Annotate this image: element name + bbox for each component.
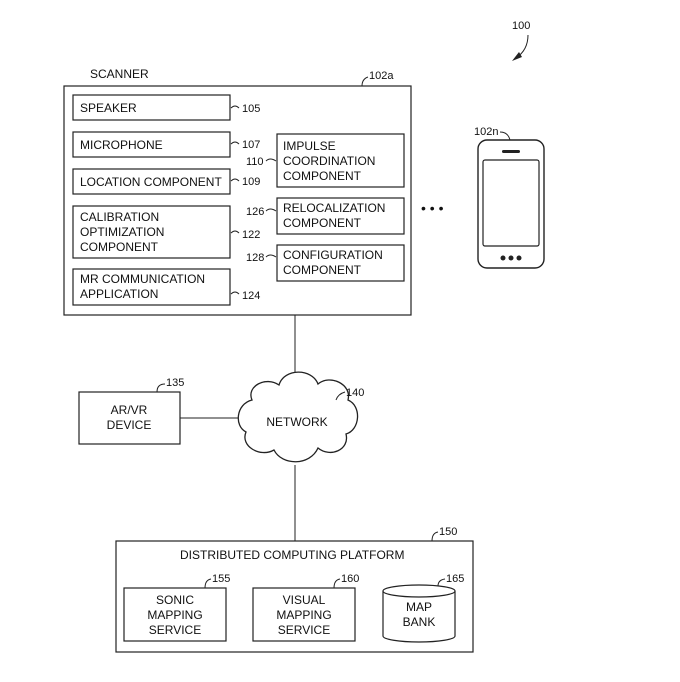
map-bank-ref-leader bbox=[437, 578, 446, 587]
location-component-box bbox=[72, 168, 231, 195]
sonic-label-line1: SONIC bbox=[156, 593, 194, 607]
map-bank-label-line2: BANK bbox=[403, 615, 436, 629]
calibration-box bbox=[72, 205, 231, 259]
microphone-ref: 107 bbox=[242, 139, 260, 151]
impulse-ref: 110 bbox=[246, 156, 264, 168]
speaker-label: SPEAKER bbox=[80, 101, 137, 115]
platform-ref-leader bbox=[431, 531, 439, 542]
impulse-label-line2: COORDINATION bbox=[283, 154, 375, 168]
sonic-ref: 155 bbox=[212, 573, 230, 585]
platform-title: DISTRIBUTED COMPUTING PLATFORM bbox=[180, 548, 404, 562]
map-bank-ref: 165 bbox=[446, 573, 464, 585]
relocalization-label-line1: RELOCALIZATION bbox=[283, 201, 385, 215]
network-label: NETWORK bbox=[266, 415, 327, 429]
scanner-ref-leader bbox=[361, 76, 369, 87]
configuration-box bbox=[276, 244, 405, 282]
configuration-label-line2: COMPONENT bbox=[283, 263, 362, 277]
visual-ref-leader bbox=[333, 578, 341, 589]
microphone-ref-leader bbox=[230, 141, 240, 145]
impulse-label-line3: COMPONENT bbox=[283, 169, 362, 183]
sonic-mapping-box bbox=[123, 587, 227, 642]
visual-label-line1: VISUAL bbox=[283, 593, 326, 607]
configuration-ref: 128 bbox=[246, 252, 264, 264]
platform-ref: 150 bbox=[439, 526, 457, 538]
mr-app-label-line1: MR COMMUNICATION bbox=[80, 272, 205, 286]
mr-app-box bbox=[72, 268, 231, 306]
relocalization-ref-leader bbox=[265, 208, 277, 212]
phone-ref: 102n bbox=[474, 126, 498, 138]
network-cloud-icon bbox=[237, 371, 359, 463]
impulse-label-line1: IMPULSE bbox=[283, 139, 336, 153]
visual-label-line3: SERVICE bbox=[278, 623, 330, 637]
microphone-label: MICROPHONE bbox=[80, 138, 163, 152]
sonic-label-line2: MAPPING bbox=[147, 608, 202, 622]
arvr-device-box bbox=[78, 391, 181, 445]
arvr-ref-leader bbox=[156, 383, 166, 393]
mr-app-label-line2: APPLICATION bbox=[80, 287, 158, 301]
speaker-box bbox=[72, 94, 231, 121]
visual-ref: 160 bbox=[341, 573, 359, 585]
arvr-label-line2: DEVICE bbox=[107, 418, 152, 432]
mr-app-ref: 124 bbox=[242, 290, 260, 302]
configuration-label-line1: CONFIGURATION bbox=[283, 248, 383, 262]
visual-label-line2: MAPPING bbox=[276, 608, 331, 622]
scanner-title: SCANNER bbox=[90, 67, 149, 81]
ellipsis: • • • bbox=[421, 200, 444, 216]
calibration-ref-leader bbox=[230, 230, 240, 234]
location-ref-leader bbox=[230, 178, 240, 182]
arvr-label-line1: AR/VR bbox=[111, 403, 148, 417]
figure-ref-arrowhead bbox=[512, 52, 522, 61]
relocalization-box bbox=[276, 197, 405, 235]
network-ref: 140 bbox=[346, 387, 364, 399]
calibration-label-line3: COMPONENT bbox=[80, 240, 159, 254]
relocalization-label-line2: COMPONENT bbox=[283, 216, 362, 230]
map-bank-database-icon bbox=[382, 584, 456, 643]
location-ref: 109 bbox=[242, 176, 260, 188]
calibration-ref: 122 bbox=[242, 229, 260, 241]
scanner-ref: 102a bbox=[369, 70, 394, 82]
speaker-ref-leader bbox=[230, 105, 240, 109]
sonic-ref-leader bbox=[204, 578, 212, 589]
phone-ref-leader bbox=[499, 131, 511, 141]
location-component-label: LOCATION COMPONENT bbox=[80, 175, 222, 189]
impulse-box bbox=[276, 133, 405, 188]
calibration-label-line1: CALIBRATION bbox=[80, 210, 159, 224]
map-bank-label-line1: MAP bbox=[406, 600, 432, 614]
impulse-ref-leader bbox=[265, 158, 277, 162]
smartphone-icon bbox=[477, 139, 545, 269]
microphone-box bbox=[72, 131, 231, 158]
calibration-label-line2: OPTIMIZATION bbox=[80, 225, 164, 239]
mr-app-ref-leader bbox=[230, 291, 240, 295]
configuration-ref-leader bbox=[265, 254, 277, 258]
arvr-ref: 135 bbox=[166, 377, 184, 389]
relocalization-ref: 126 bbox=[246, 206, 264, 218]
visual-mapping-box bbox=[252, 587, 356, 642]
speaker-ref: 105 bbox=[242, 103, 260, 115]
sonic-label-line3: SERVICE bbox=[149, 623, 201, 637]
figure-ref-label: 100 bbox=[512, 20, 530, 32]
network-ref-leader bbox=[335, 391, 346, 401]
